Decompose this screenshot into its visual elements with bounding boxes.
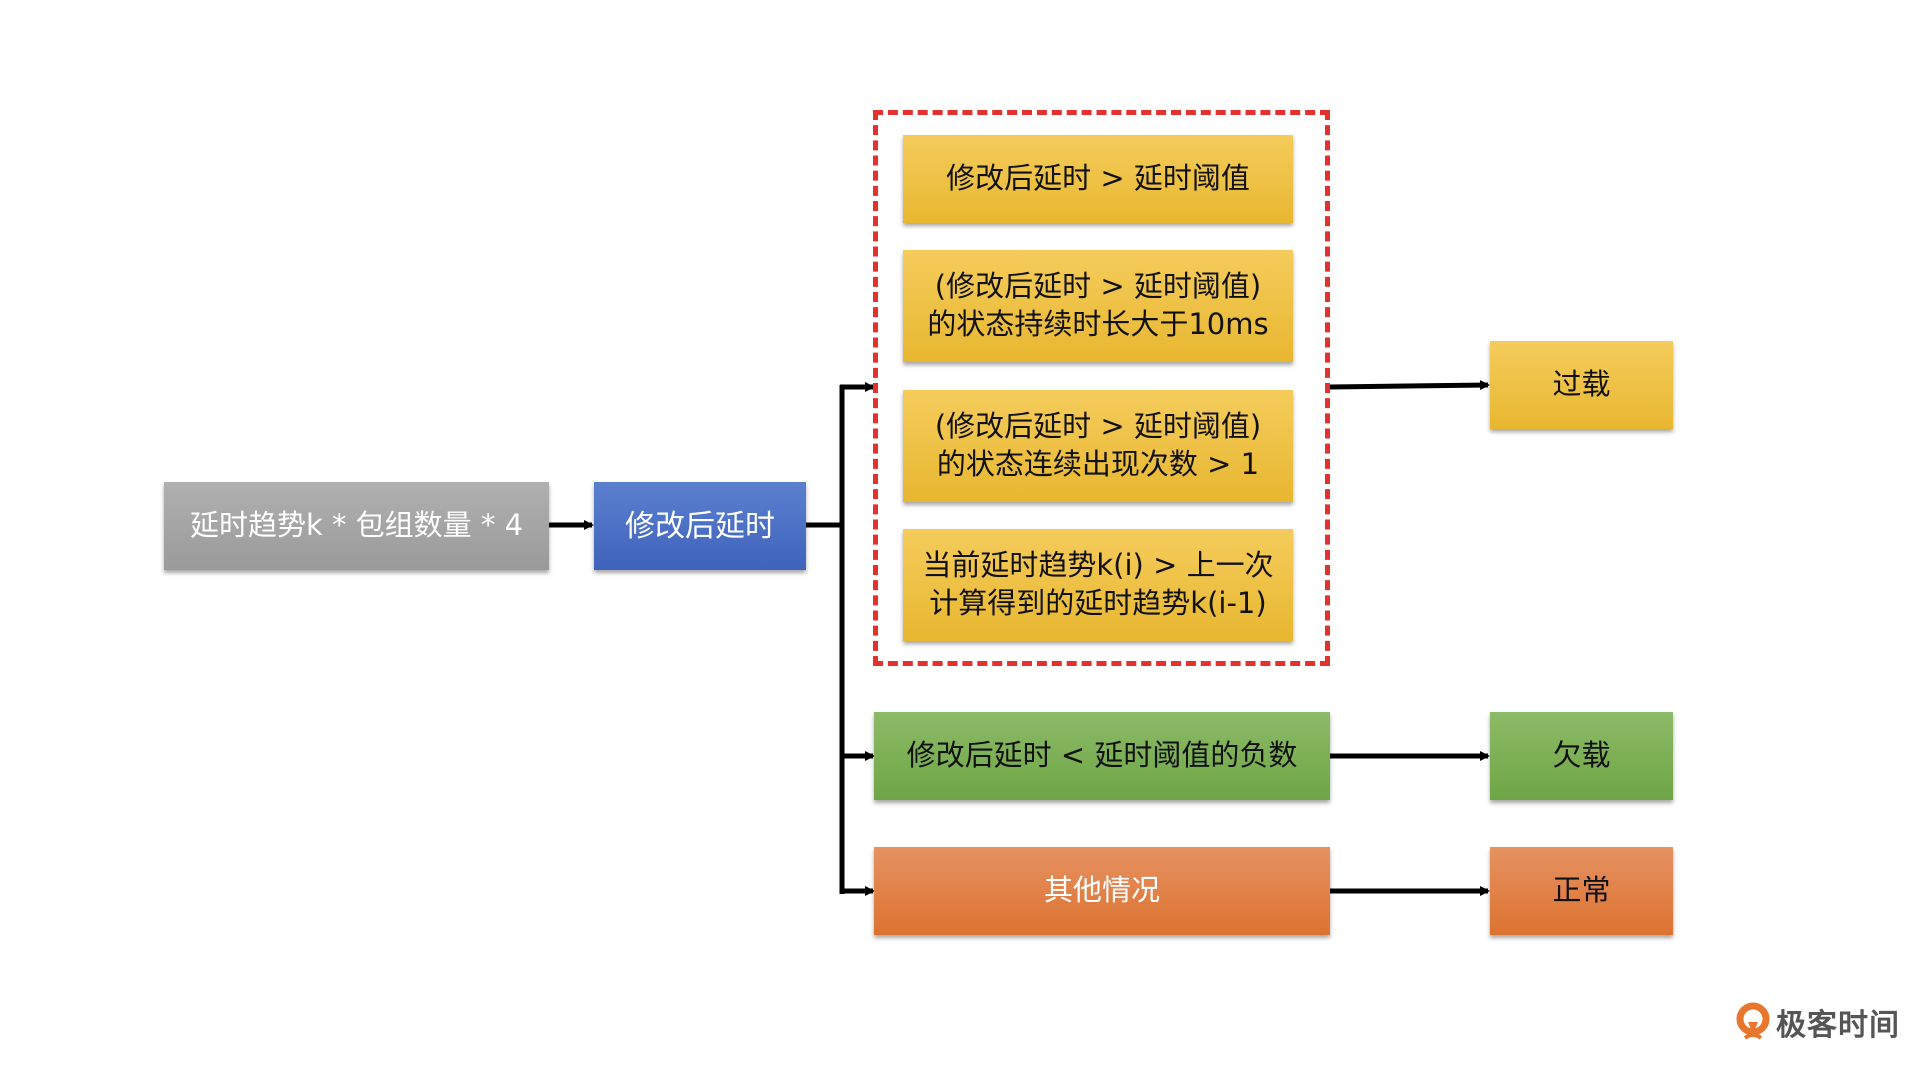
overload-condition-3: (修改后延时 > 延时阈值) 的状态连续出现次数 > 1 [903,390,1293,502]
other-condition-box: 其他情况 [874,847,1330,935]
input-box-label: 延时趋势k * 包组数量 * 4 [189,508,524,543]
overload-condition-2-label: (修改后延时 > 延时阈值) 的状态持续时长大于10ms [927,269,1269,341]
overload-condition-2: (修改后延时 > 延时阈值) 的状态持续时长大于10ms [903,250,1293,362]
normal-result-box: 正常 [1490,847,1673,935]
overload-condition-1: 修改后延时 > 延时阈值 [903,135,1293,223]
overload-result-box: 过载 [1490,341,1673,429]
overload-condition-group [873,110,1330,666]
underload-result-box: 欠载 [1490,712,1673,800]
overload-condition-1-label: 修改后延时 > 延时阈值 [946,161,1250,196]
geektime-logo-icon [1736,1002,1770,1040]
underload-condition-box: 修改后延时 < 延时阈值的负数 [874,712,1330,800]
brand-logo: 极客时间 [1736,1000,1900,1044]
modified-delay-box: 修改后延时 [594,482,806,570]
underload-condition-label: 修改后延时 < 延时阈值的负数 [906,738,1298,773]
underload-result-label: 欠载 [1552,738,1611,773]
other-condition-label: 其他情况 [1043,873,1160,908]
logo-text: 极客时间 [1776,1008,1900,1043]
normal-result-label: 正常 [1552,873,1611,908]
overload-condition-4-label: 当前延时趋势k(i) > 上一次 计算得到的延时趋势k(i-1) [922,548,1274,620]
modified-delay-label: 修改后延时 [625,508,775,544]
input-box: 延时趋势k * 包组数量 * 4 [164,482,549,570]
arrow-group-to-overload [1329,380,1490,391]
overload-condition-3-label: (修改后延时 > 延时阈值) 的状态连续出现次数 > 1 [934,409,1262,481]
overload-result-label: 过载 [1552,367,1611,402]
overload-condition-4: 当前延时趋势k(i) > 上一次 计算得到的延时趋势k(i-1) [903,529,1293,641]
